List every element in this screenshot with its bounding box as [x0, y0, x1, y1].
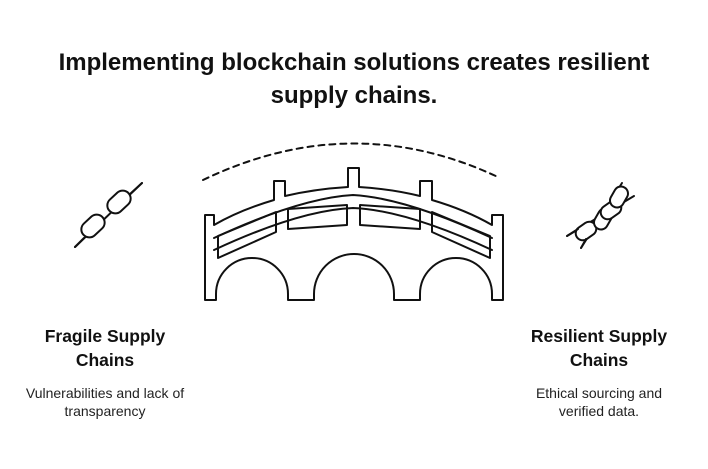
bridge-rail-lower	[213, 207, 493, 251]
resilient-description: Ethical sourcing and verified data.	[535, 385, 663, 419]
bridge-arc-dashed	[202, 142, 501, 181]
broken-chain-icon	[74, 182, 143, 248]
bridge-panel-3	[359, 204, 421, 230]
resilient-heading: Resilient Supply Chains	[530, 326, 668, 370]
bridge-panel-4	[431, 211, 491, 259]
bridge-icon	[202, 142, 504, 301]
bridge-body	[204, 167, 504, 301]
bridge-panel-1	[217, 211, 277, 259]
strong-chain-icon	[566, 182, 635, 249]
fragile-description: Vulnerabilities and lack of transparency	[25, 385, 185, 419]
diagram-title: Implementing blockchain solutions create…	[58, 49, 650, 109]
fragile-heading: Fragile Supply Chains	[44, 326, 166, 370]
bridge-panel-2	[287, 204, 348, 230]
